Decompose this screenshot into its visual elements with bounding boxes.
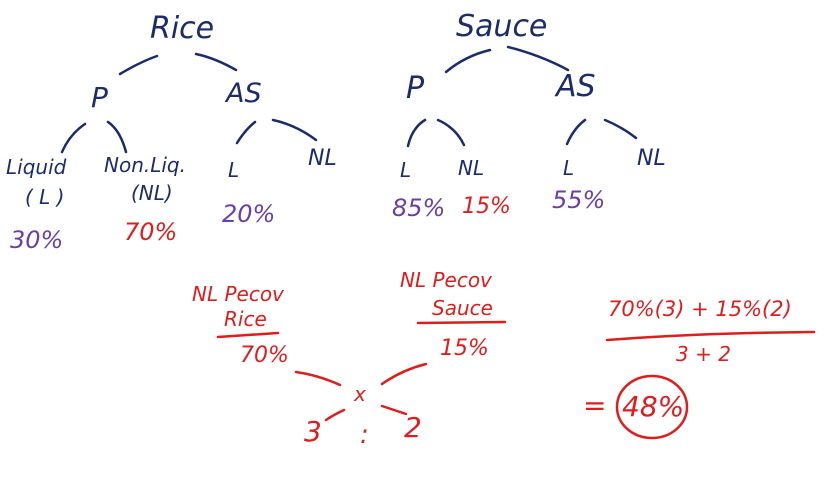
sauce-p-nl-label: NL [458, 156, 485, 180]
sauce-p-label: P [406, 71, 425, 106]
sauce-branch-as-nl [603, 118, 638, 140]
sauce-branch-p-l [406, 118, 427, 148]
rice-p-label: P [91, 81, 108, 114]
sauce-heading-underline [416, 320, 507, 325]
result-circle [615, 374, 689, 440]
rice-branch-p [118, 54, 159, 76]
rice-alligation-heading: NL Pecov [192, 282, 284, 306]
ratio-right: 2 [404, 411, 422, 444]
rice-liquid-value: 30% [10, 226, 64, 254]
fraction-bar [605, 330, 816, 342]
sauce-as-l-label: L [563, 156, 575, 180]
sauce-root-label: Sauce [456, 9, 548, 44]
sauce-p-nl-value: 15% [462, 194, 511, 219]
ratio-left: 3 [304, 415, 322, 448]
sauce-branch-p [444, 48, 492, 74]
rice-nonliq-label: Non.Liq. [104, 153, 186, 177]
ratio-separator: : [360, 420, 369, 450]
rice-heading-underline [216, 331, 280, 339]
sauce-branch-p-nl [436, 118, 466, 147]
rice-nonliq-value: 70% [124, 218, 178, 246]
rice-branch-as-nl [271, 118, 318, 142]
rice-root-label: Rice [150, 11, 215, 46]
sauce-as-nl-label: NL [637, 146, 666, 171]
rice-as-label: AS [226, 78, 262, 109]
alligation-center-x: x [354, 382, 366, 406]
rice-branch-as [194, 52, 238, 72]
formula-numerator: 70%(3) + 15%(2) [608, 297, 792, 321]
sauce-branch-as [506, 45, 570, 72]
rice-as-nl-label: NL [308, 146, 337, 171]
rice-liquid-abbr: ( L ) [25, 185, 65, 209]
rice-branch-as-l [235, 120, 257, 145]
sauce-alligation-subheading: Sauce [432, 296, 493, 320]
cross-line-left-bottom [324, 408, 346, 422]
formula-equals: = [583, 389, 607, 422]
cross-line-right-top [380, 362, 428, 386]
sauce-branch-as-l [565, 118, 587, 146]
rice-alligation-value: 70% [240, 343, 289, 368]
formula-denominator: 3 + 2 [676, 342, 731, 366]
formula-result: 48% [622, 390, 685, 423]
rice-liquid-label: Liquid [6, 155, 67, 179]
rice-branch-liquid [60, 122, 87, 154]
sauce-alligation-heading: NL Pecov [400, 268, 492, 292]
sauce-as-label: AS [556, 69, 596, 104]
sauce-alligation-value: 15% [440, 336, 489, 361]
rice-as-l-label: L [228, 158, 240, 182]
cross-line-right-bottom [380, 404, 408, 416]
rice-alligation-subheading: Rice [224, 307, 267, 331]
rice-branch-nonliq [106, 120, 128, 154]
sauce-p-l-label: L [400, 158, 412, 182]
sauce-p-l-value: 85% [392, 194, 446, 222]
rice-as-l-value: 20% [222, 200, 276, 228]
rice-nonliq-abbr: (NL) [131, 181, 173, 205]
sauce-as-l-value: 55% [552, 186, 606, 214]
cross-line-left-top [294, 370, 342, 387]
